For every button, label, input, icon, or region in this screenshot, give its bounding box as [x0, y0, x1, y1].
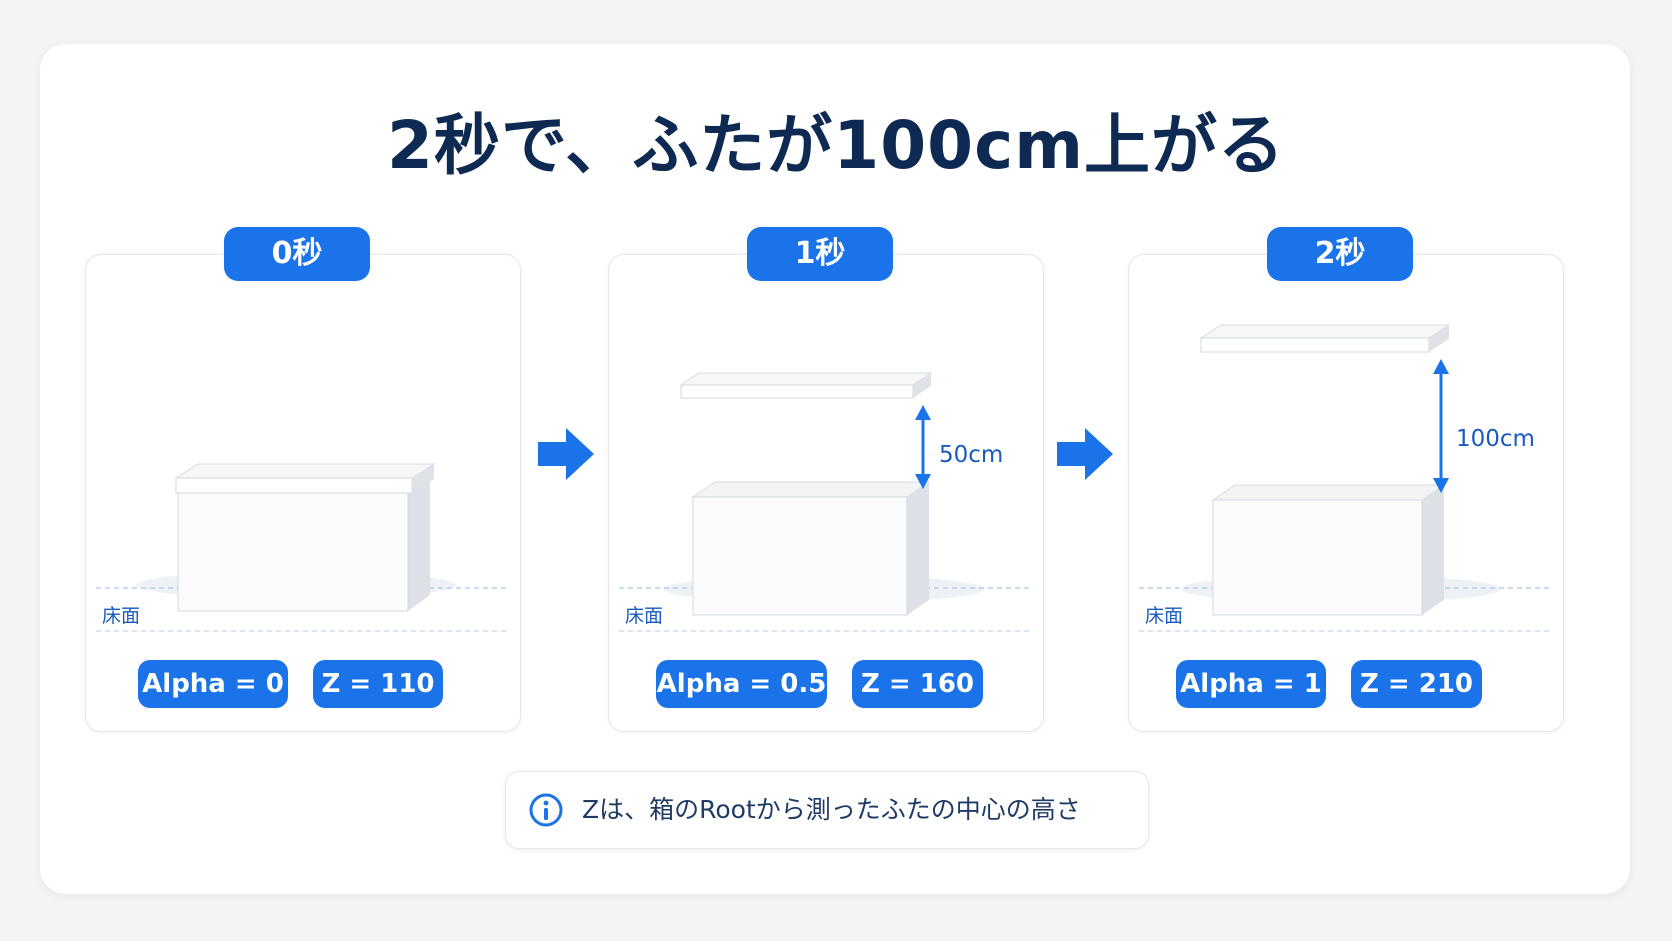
z-badge: Z = 160: [852, 660, 983, 708]
distance-arrow: [1433, 359, 1449, 493]
floor-label: 床面: [1145, 605, 1184, 627]
info-note: Zは、箱のRootから測ったふたの中心の高さ: [505, 771, 1149, 849]
floor-label: 床面: [102, 605, 141, 627]
box-lid: [1199, 324, 1451, 353]
box-illustration-open: [1139, 324, 1549, 632]
box-body: [1211, 484, 1446, 616]
alpha-badge: Alpha = 0.5: [656, 660, 827, 708]
panel-0s: 0秒 床面 Alpha = 0 Z = 110: [85, 227, 521, 732]
box-lid: [174, 463, 436, 494]
time-badge: 1秒: [747, 227, 893, 281]
box-illustration-closed: [96, 463, 506, 632]
arrow-right-icon: [1057, 428, 1113, 480]
distance-label: 100cm: [1456, 426, 1535, 452]
box-body: [691, 481, 931, 616]
arrow-right-icon: [538, 428, 594, 480]
z-badge: Z = 110: [313, 660, 443, 708]
distance-arrow: [915, 405, 931, 489]
distance-label: 50cm: [939, 442, 1004, 468]
box-illustration-half-open: [619, 372, 1029, 632]
floor-label: 床面: [625, 605, 664, 627]
note-text: Zは、箱のRootから測ったふたの中心の高さ: [582, 795, 1081, 824]
alpha-badge: Alpha = 1: [1176, 660, 1326, 708]
box-body: [177, 475, 430, 612]
z-badge: Z = 210: [1351, 660, 1482, 708]
time-badge: 2秒: [1267, 227, 1413, 281]
time-badge: 0秒: [224, 227, 370, 281]
panel-1s: 1秒 50cm 床面 Alpha = 0.5 Z = 160: [608, 227, 1044, 732]
info-icon: [529, 793, 563, 827]
panel-2s: 2秒 100cm 床面 Alpha = 1 Z = 210: [1128, 227, 1564, 732]
alpha-badge: Alpha = 0: [138, 660, 288, 708]
box-lid: [679, 372, 933, 399]
page-title: 2秒で、ふたが100cm上がる: [387, 107, 1285, 184]
